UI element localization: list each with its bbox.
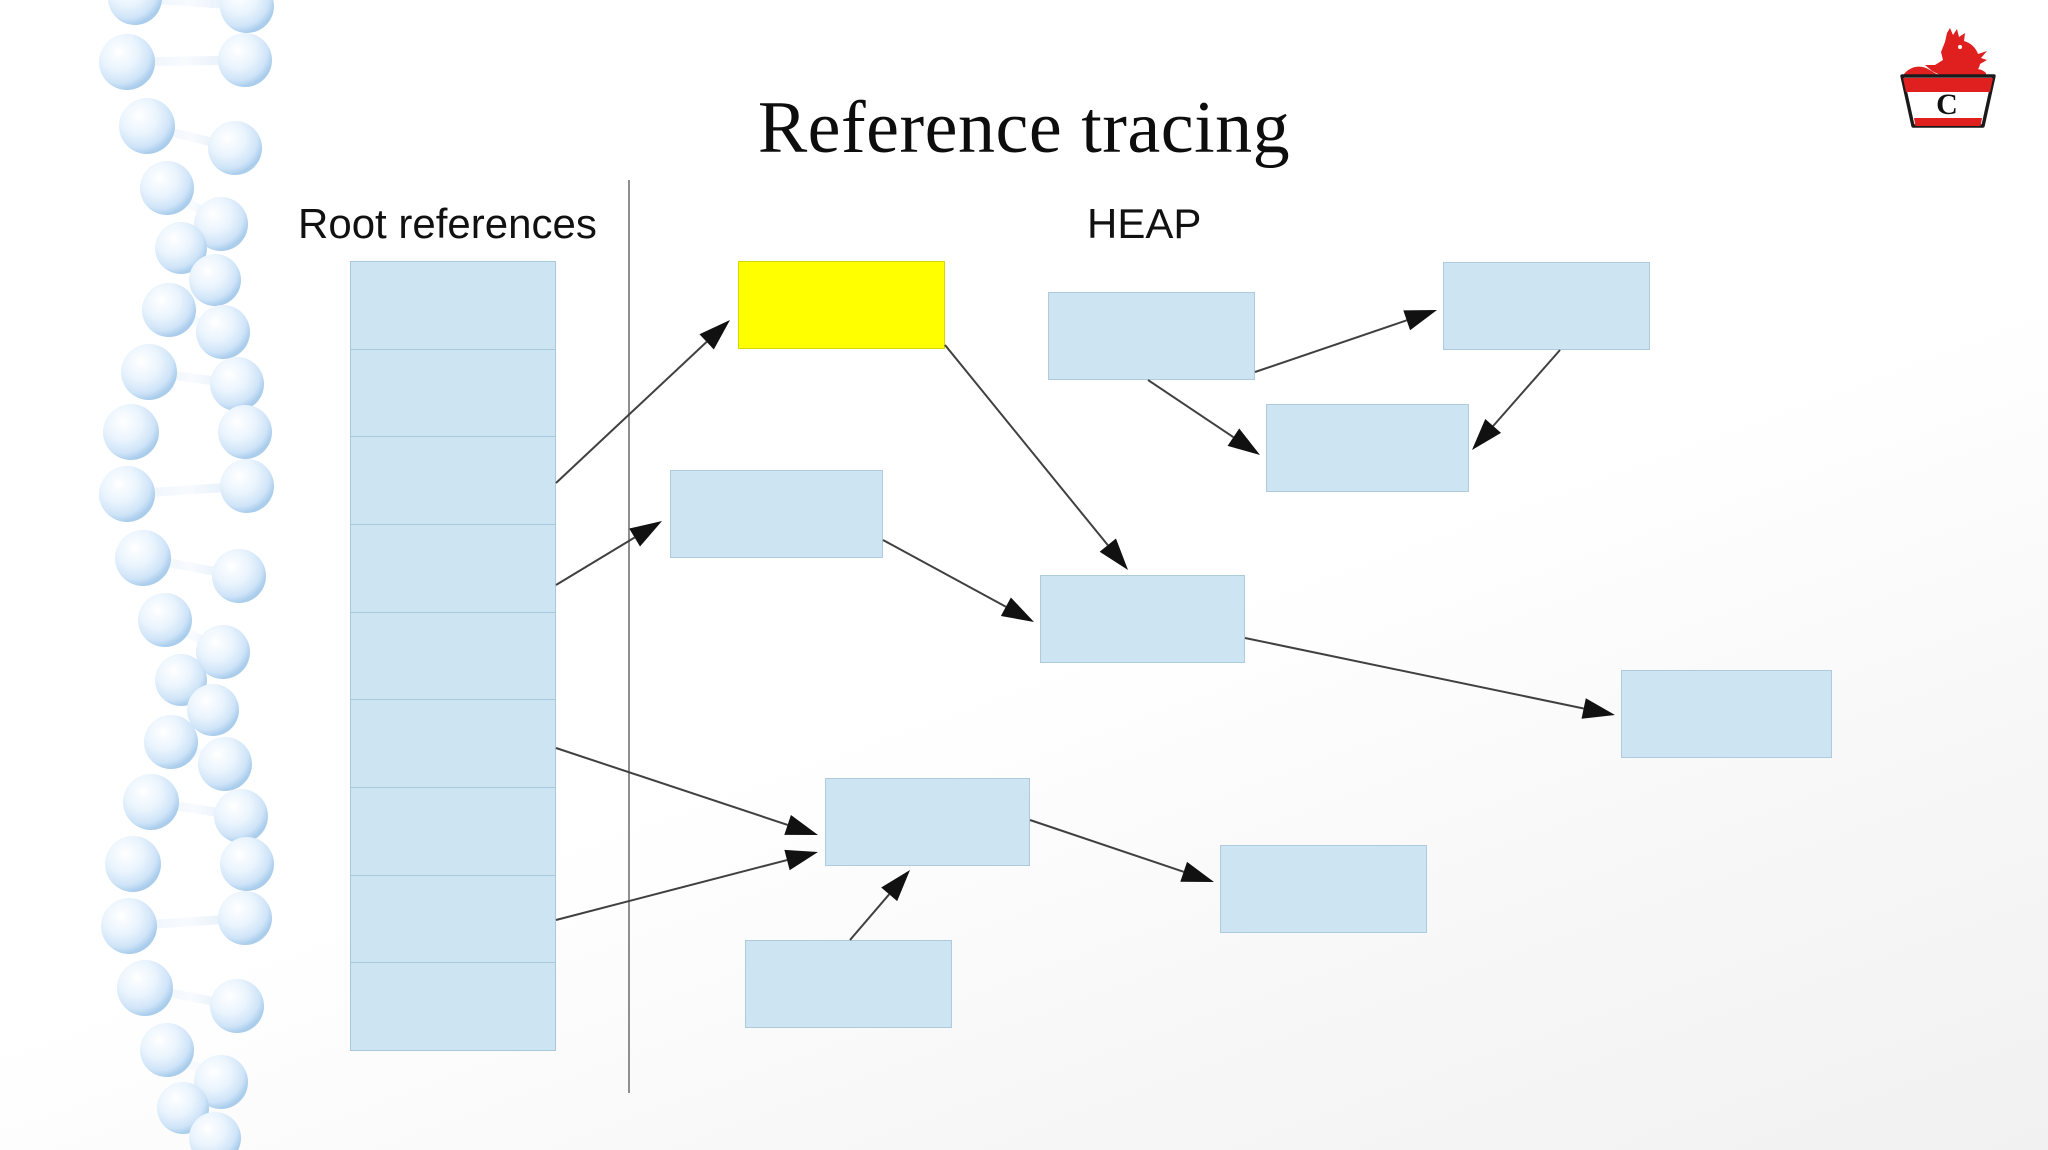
root-reference-cell[interactable] [350, 261, 556, 349]
logo-letter: C [1936, 88, 1958, 121]
reference-arrowhead-icon [784, 814, 818, 835]
reference-arrow-line [555, 859, 788, 921]
root-heap-divider [628, 180, 630, 1093]
reference-arrowhead-icon [1403, 310, 1437, 331]
heap-object[interactable] [1621, 670, 1832, 758]
reference-arrow-line [882, 539, 1007, 608]
reference-arrowhead-icon [629, 521, 662, 547]
reference-arrowhead-icon [699, 320, 730, 350]
reference-arrowhead-icon [1000, 597, 1034, 622]
heap-object[interactable] [825, 778, 1030, 866]
root-reference-cell[interactable] [350, 699, 556, 788]
chicken-bucket-logo: C [1900, 28, 1996, 128]
reference-arrowhead-icon [1180, 861, 1214, 882]
root-reference-cell[interactable] [350, 611, 556, 700]
reference-arrow-line [555, 341, 708, 484]
root-reference-cell[interactable] [350, 962, 556, 1052]
reference-arrowhead-icon [1581, 698, 1615, 719]
reference-arrow-line [1244, 637, 1584, 710]
heap-object-highlighted[interactable] [738, 261, 945, 349]
reference-arrowhead-icon [881, 870, 910, 902]
page-title: Reference tracing [757, 87, 1291, 169]
heap-object[interactable] [1220, 845, 1427, 933]
reference-arrowhead-icon [1099, 538, 1128, 570]
root-reference-cell[interactable] [350, 874, 556, 963]
heap-object[interactable] [1040, 575, 1245, 663]
reference-arrow-line [1492, 349, 1561, 427]
reference-arrow-line [555, 536, 636, 586]
root-references-label: Root references [298, 200, 597, 247]
reference-arrowhead-icon [784, 849, 818, 871]
heap-object[interactable] [1266, 404, 1469, 492]
heap-object[interactable] [745, 940, 952, 1028]
reference-arrow-line [1254, 319, 1408, 373]
heap-label: HEAP [1087, 200, 1202, 247]
heap-object[interactable] [1048, 292, 1255, 380]
dna-helix-decoration [99, 0, 274, 1150]
heap-object[interactable] [670, 470, 883, 558]
root-reference-cell[interactable] [350, 787, 556, 875]
root-reference-cell[interactable] [350, 436, 556, 525]
root-references-table [350, 261, 556, 1052]
reference-arrowhead-icon [1472, 419, 1502, 450]
root-reference-cell[interactable] [350, 524, 556, 612]
reference-arrowhead-icon [1227, 428, 1260, 455]
heap-object[interactable] [1443, 262, 1650, 350]
reference-arrow-line [1029, 819, 1184, 873]
reference-arrow-line [849, 893, 890, 941]
reference-arrow-line [1147, 379, 1234, 439]
reference-arrow-line [555, 747, 788, 826]
root-reference-cell[interactable] [350, 348, 556, 437]
